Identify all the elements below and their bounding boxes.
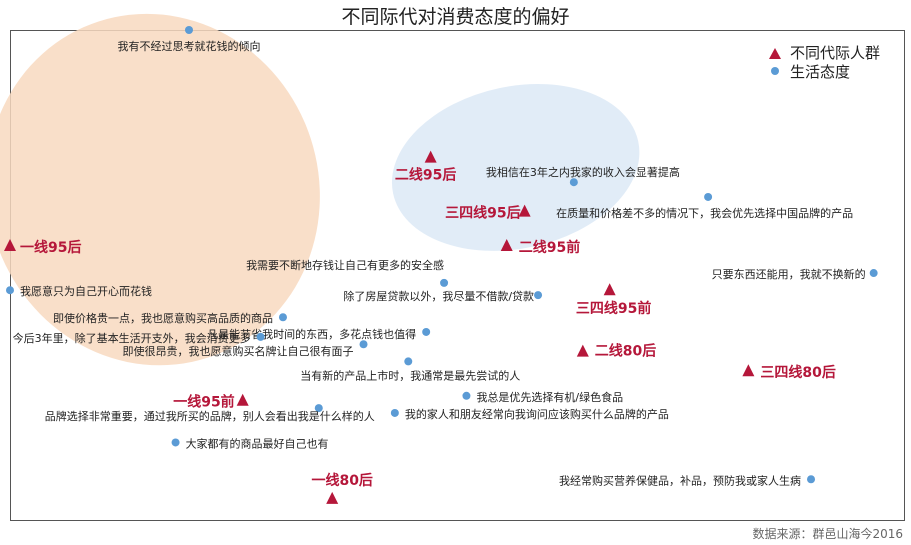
attitude-point (534, 291, 543, 300)
chart-title: 不同际代对消费态度的偏好 (341, 6, 570, 28)
attitude-label: 我需要不断地存钱让自己有更多的安全感 (246, 258, 444, 272)
attitude-label: 大家都有的商品最好自己也有 (186, 436, 329, 450)
generation-point (500, 239, 513, 252)
attitude-label: 我相信在3年之内我家的收入会显著提高 (486, 165, 680, 179)
generation-label: 三四线95前 (576, 300, 651, 317)
attitude-label: 今后3年里，除了基本生活开支外，我会消费更多 (13, 331, 251, 345)
mark-layer: 我有不经过思考就花钱的倾向我相信在3年之内我家的收入会显著提高在质量和价格差不多… (4, 26, 878, 504)
attitude-label: 在质量和价格差不多的情况下，我会优先选择中国品牌的产品 (556, 206, 853, 220)
generation-point (576, 344, 589, 357)
generation-point (742, 364, 755, 377)
attitude-point (278, 313, 287, 322)
data-source: 数据来源：群邑山海今2016 (752, 527, 903, 541)
generation-label: 二线95前 (519, 239, 580, 256)
attitude-point (869, 269, 878, 278)
attitude-point (171, 438, 180, 447)
attitude-point (6, 286, 14, 295)
attitude-label: 我总是优先选择有机/绿色食品 (476, 390, 623, 404)
generation-label: 二线80后 (595, 343, 656, 360)
attitude-label: 即使很昂贵，我也愿意购买名牌让自己很有面子 (123, 344, 354, 358)
attitude-label: 我愿意只为自己开心而花钱 (20, 284, 152, 298)
attitude-point (256, 332, 265, 341)
attitude-label: 只要东西还能用，我就不换新的 (712, 267, 866, 281)
attitude-point (314, 404, 323, 413)
attitude-point (404, 357, 413, 366)
attitude-point (569, 178, 578, 187)
attitude-point (704, 192, 713, 201)
ellipse-layer (0, 13, 640, 366)
generation-label: 三四线80后 (760, 364, 835, 381)
attitude-label: 品牌选择非常重要，通过我所买的品牌，别人会看出我是什么样的人 (45, 409, 375, 423)
legend: 不同代际人群 生活态度 (769, 44, 880, 81)
legend-label-attitude: 生活态度 (790, 63, 850, 81)
highlight-ellipse-orange (0, 13, 320, 366)
generation-point (236, 393, 249, 406)
attitude-point (422, 327, 431, 336)
generation-point (518, 204, 531, 217)
attitude-label: 即使价格贵一点，我也愿意购买高品质的商品 (53, 311, 273, 325)
generation-label: 一线80后 (311, 472, 372, 489)
attitude-point (359, 340, 368, 349)
generation-point (603, 283, 616, 296)
attitude-label: 我的家人和朋友经常向我询问应该购买什么品牌的产品 (405, 407, 669, 421)
attitude-label: 我有不经过思考就花钱的倾向 (118, 39, 261, 53)
highlight-ellipse-blue (391, 84, 640, 251)
attitude-point (440, 278, 449, 287)
generation-point (326, 491, 339, 504)
attitude-point (462, 391, 471, 400)
attitude-point (390, 408, 399, 417)
attitude-point (807, 475, 816, 484)
attitude-label: 除了房屋贷款以外，我尽量不借款/贷款 (343, 289, 534, 303)
generation-label: 一线95后 (20, 239, 81, 256)
legend-label-generation: 不同代际人群 (790, 44, 880, 62)
attitude-point (185, 26, 193, 34)
generation-point (424, 150, 437, 163)
attitude-label: 我经常购买营养保健品，补品，预防我或家人生病 (559, 473, 801, 487)
plot-area (10, 30, 905, 521)
legend-triangle-marker (769, 48, 781, 59)
attitude-label: 当有新的产品上市时，我通常是最先尝试的人 (300, 368, 520, 382)
legend-circle-marker (771, 67, 779, 75)
generation-label: 二线95后 (395, 167, 456, 184)
generation-label: 三四线95后 (445, 205, 520, 222)
generation-point (4, 239, 16, 252)
generation-label: 一线95前 (173, 394, 234, 411)
